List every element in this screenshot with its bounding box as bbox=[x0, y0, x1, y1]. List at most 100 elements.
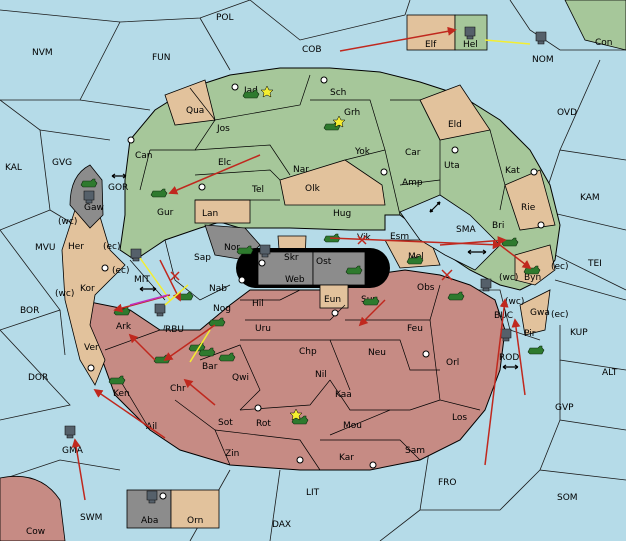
supply-center-icon bbox=[537, 221, 545, 229]
army-unit-icon[interactable] bbox=[242, 89, 260, 99]
label-elc: Elc bbox=[218, 158, 231, 168]
province-eun[interactable] bbox=[319, 284, 349, 309]
fleet-unit-icon[interactable] bbox=[146, 490, 158, 504]
move-arrow bbox=[439, 236, 507, 246]
army-unit-icon[interactable] bbox=[236, 245, 254, 255]
label-tel: Tel bbox=[251, 185, 264, 195]
convoy-orders bbox=[129, 294, 169, 306]
move-arrow bbox=[71, 438, 86, 501]
fleet-unit-icon[interactable] bbox=[535, 31, 547, 45]
label-kup: KUP bbox=[570, 328, 588, 338]
label-pol: POL bbox=[216, 13, 234, 23]
move-orders bbox=[71, 26, 532, 501]
fleet-unit-icon[interactable] bbox=[154, 303, 166, 317]
label-nar: Nar bbox=[293, 165, 309, 175]
label-nor: Nor bbox=[224, 243, 240, 253]
fleet-unit-icon[interactable] bbox=[464, 26, 476, 40]
move-arrow bbox=[93, 388, 166, 439]
army-unit-icon[interactable] bbox=[406, 255, 424, 265]
army-unit-icon[interactable] bbox=[108, 375, 126, 385]
label-byn: Byn bbox=[524, 273, 541, 283]
label-feu: Feu bbox=[407, 324, 423, 334]
province-her-kor-ver[interactable] bbox=[61, 199, 126, 386]
label-mit: MIT bbox=[134, 275, 150, 285]
double-arrow-icon bbox=[111, 173, 127, 179]
support-line bbox=[484, 39, 531, 45]
province-gwa[interactable] bbox=[519, 289, 551, 336]
army-unit-icon[interactable] bbox=[527, 345, 545, 355]
supply-center-icon bbox=[127, 136, 135, 144]
label-rie: Rie bbox=[521, 203, 536, 213]
army-unit-icon[interactable] bbox=[345, 265, 363, 275]
fleet-unit-icon[interactable] bbox=[64, 425, 76, 439]
move-arrow bbox=[499, 244, 532, 270]
pink-labels: Obs Sun Hil Uru Feu Ark Nog Bar Chp Neu … bbox=[26, 283, 536, 537]
label-gaw: Gaw bbox=[84, 203, 104, 213]
province-olk[interactable] bbox=[279, 159, 386, 206]
canal-arrows bbox=[111, 173, 519, 370]
army-unit-icon[interactable] bbox=[176, 291, 194, 301]
label-con: Con bbox=[595, 38, 613, 48]
province-rie[interactable] bbox=[504, 169, 556, 231]
star-icon bbox=[332, 115, 346, 128]
supply-center-icon bbox=[380, 168, 388, 176]
label-can: Can bbox=[135, 151, 153, 161]
supply-center-icon bbox=[530, 168, 538, 176]
label-nil: Nil bbox=[315, 370, 327, 380]
label-grh: Grh bbox=[344, 108, 360, 118]
label-ovd: OVD bbox=[557, 108, 577, 118]
army-unit-icon[interactable] bbox=[362, 296, 380, 306]
support-orders bbox=[139, 39, 531, 363]
label-kal: KAL bbox=[5, 163, 22, 173]
label-lit: LIT bbox=[306, 488, 320, 498]
label-hel: Hel bbox=[463, 40, 478, 50]
label-obs: Obs bbox=[417, 283, 435, 293]
label-yok: Yok bbox=[354, 147, 371, 157]
label-zin: Zin bbox=[225, 449, 239, 459]
label-bri: Bri bbox=[492, 221, 504, 231]
province-con[interactable] bbox=[564, 0, 626, 51]
label-dax: DAX bbox=[272, 520, 291, 530]
army-unit-icon[interactable] bbox=[208, 317, 226, 327]
fleet-unit-icon[interactable] bbox=[259, 244, 271, 258]
cross-icon bbox=[170, 271, 180, 281]
fleet-unit-icon[interactable] bbox=[83, 190, 95, 204]
fleet-unit-icon[interactable] bbox=[130, 248, 142, 262]
label-fro: FRO bbox=[438, 478, 457, 488]
label-kor: Kor bbox=[80, 284, 95, 294]
army-unit-icon[interactable] bbox=[218, 352, 236, 362]
label-bar: Bar bbox=[202, 362, 218, 372]
label-car: Car bbox=[405, 148, 421, 158]
label-los: Los bbox=[452, 413, 467, 423]
double-arrow-icon bbox=[139, 286, 157, 292]
move-arrow bbox=[128, 333, 156, 361]
province-byn[interactable] bbox=[514, 244, 556, 286]
label-sot: Sot bbox=[218, 418, 233, 428]
supply-center-icon bbox=[451, 146, 459, 154]
coast-tag: (wc) bbox=[55, 289, 74, 299]
fleet-unit-icon[interactable] bbox=[480, 278, 492, 292]
army-unit-icon[interactable] bbox=[150, 188, 168, 198]
label-gor: GOR bbox=[108, 183, 128, 193]
label-qwi: Qwi bbox=[232, 373, 249, 383]
label-swm: SWM bbox=[80, 513, 102, 523]
supply-center-icon bbox=[369, 461, 377, 469]
double-arrow-icon bbox=[502, 364, 519, 370]
label-hil: Hil bbox=[252, 299, 264, 309]
label-aba: Aba bbox=[141, 516, 158, 526]
province-orn[interactable] bbox=[170, 489, 220, 529]
province-mel[interactable] bbox=[384, 239, 441, 269]
supply-center-icon bbox=[198, 183, 206, 191]
army-unit-icon[interactable] bbox=[447, 291, 465, 301]
failed-markers bbox=[170, 235, 453, 281]
army-unit-icon[interactable] bbox=[80, 178, 98, 188]
support-line bbox=[139, 257, 171, 301]
province-cow[interactable] bbox=[0, 475, 66, 541]
label-ost: Ost bbox=[316, 257, 332, 267]
label-sam: Sam bbox=[405, 446, 425, 456]
label-cob: COB bbox=[302, 45, 322, 55]
army-unit-icon[interactable] bbox=[198, 347, 216, 357]
cross-icon bbox=[357, 235, 367, 245]
label-sap: Sap bbox=[194, 253, 211, 263]
